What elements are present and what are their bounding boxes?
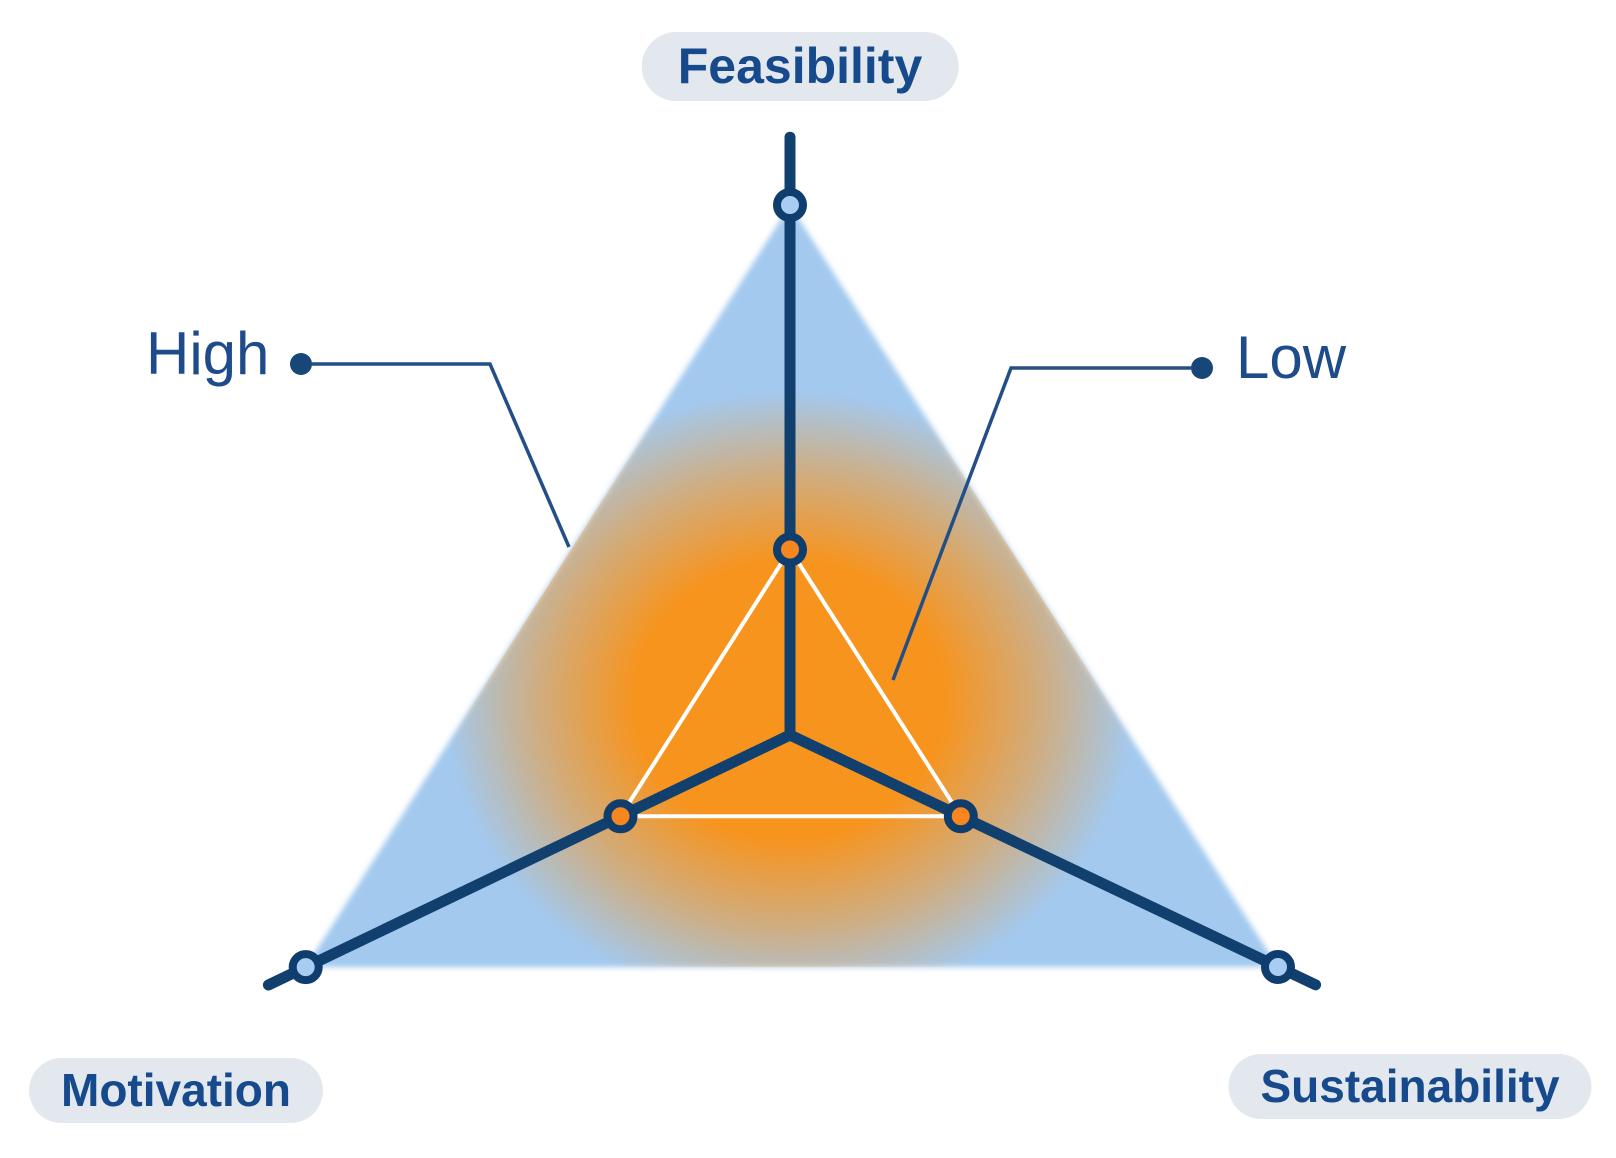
low-series-outline xyxy=(616,545,965,819)
marker-low-feasibility xyxy=(773,532,807,567)
high-callout-line xyxy=(312,362,571,548)
axis-label-motivation: Motivation xyxy=(29,1058,323,1123)
axis-label-feasibility: Feasibility xyxy=(641,32,959,101)
markers-group xyxy=(288,188,1295,985)
legend-label-high: High xyxy=(146,320,270,387)
high-callout xyxy=(290,353,571,548)
axes-group xyxy=(262,131,1322,991)
marker-low-motivation xyxy=(603,799,638,834)
marker-high-sustainability xyxy=(1261,950,1295,984)
axis-line-motivation xyxy=(262,729,796,991)
marker-high-motivation xyxy=(288,950,323,985)
low-callout-dot xyxy=(1191,357,1213,379)
high-callout-dot xyxy=(290,353,312,375)
low-callout-line xyxy=(891,366,1191,681)
marker-high-feasibility xyxy=(773,188,807,222)
low-callout xyxy=(891,357,1213,681)
axis-label-sustainability: Sustainability xyxy=(1228,1054,1592,1119)
marker-low-sustainability xyxy=(943,799,978,834)
axis-line-sustainability xyxy=(784,729,1322,991)
legend-label-low: Low xyxy=(1236,324,1347,391)
